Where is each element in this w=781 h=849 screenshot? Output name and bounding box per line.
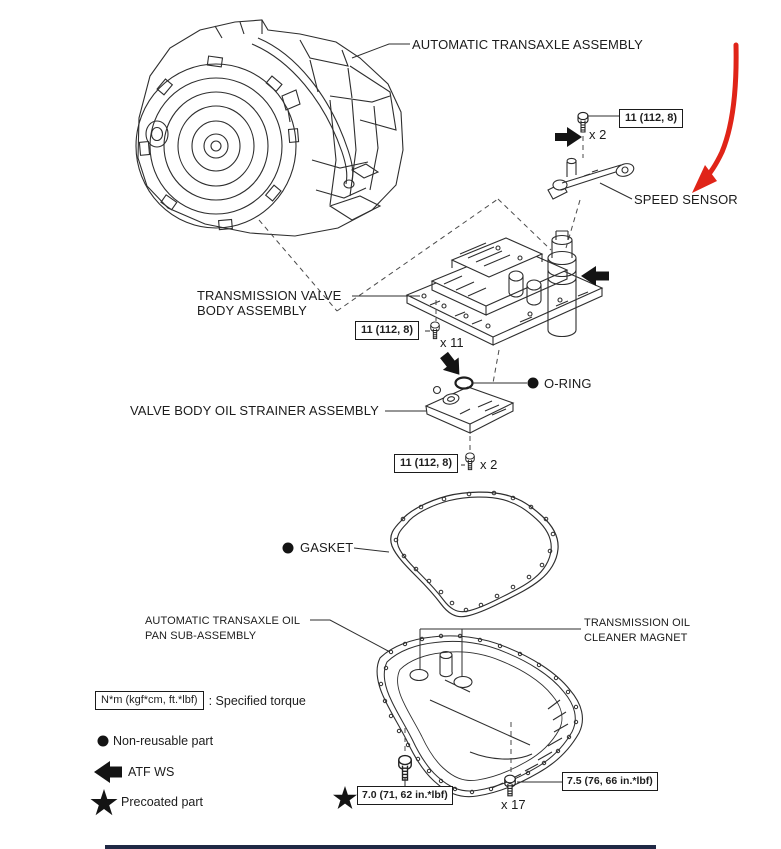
atf-ws-legend: ATF WS — [128, 765, 175, 779]
atf-arrow-solenoid-icon — [581, 266, 609, 286]
sensor-bolt-count: x 2 — [589, 127, 607, 142]
specified-torque-legend: N*m (kgf*cm, ft.*lbf) : Specified torque — [95, 691, 306, 710]
drain-plug-bolt-icon — [398, 754, 412, 781]
oring-bullet-icon — [527, 377, 539, 389]
speed-sensor-label: SPEED SENSOR — [634, 192, 738, 207]
strainer-drawing — [424, 385, 515, 434]
atf-ws-arrow-icon — [94, 761, 122, 783]
pan-bolt-count: x 17 — [501, 797, 526, 812]
torque-box-valve-body-bolt: 11 (112, 8) — [355, 321, 419, 340]
precoated-legend: Precoated part — [121, 795, 203, 809]
gasket-label: GASKET — [300, 540, 354, 555]
o-ring-label: O-RING — [544, 376, 592, 391]
strainer-bolt-icon — [465, 452, 475, 471]
pan-bolt-icon — [504, 774, 516, 797]
cleaner-magnet-label-line1: TRANSMISSION OIL — [584, 617, 691, 629]
o-ring-drawing — [454, 376, 474, 390]
speed-sensor-drawing — [547, 157, 635, 200]
precoated-star-icon — [90, 789, 118, 816]
oil-pan-label-line1: AUTOMATIC TRANSAXLE OIL — [145, 615, 301, 627]
oil-strainer-label: VALVE BODY OIL STRAINER ASSEMBLY — [130, 403, 379, 418]
torque-box-drain-plug: 7.0 (71, 62 in.*lbf) — [357, 786, 453, 805]
non-reusable-bullet-icon — [97, 735, 109, 747]
drain-star-icon — [333, 786, 357, 809]
transaxle-assembly-label: AUTOMATIC TRANSAXLE ASSEMBLY — [412, 37, 643, 52]
valve-body-drawing — [405, 230, 604, 346]
transaxle-drawing — [135, 19, 404, 237]
valve-body-label-line1: TRANSMISSION VALVE — [197, 288, 342, 303]
strainer-bolt-count: x 2 — [480, 457, 498, 472]
valve-body-label-line2: BODY ASSEMBLY — [197, 303, 307, 318]
valve-body-label: TRANSMISSION VALVE BODY ASSEMBLY — [197, 288, 341, 318]
valve-body-bolt-icon — [430, 321, 440, 340]
torque-box-pan-bolt: 7.5 (76, 66 in.*lbf) — [562, 772, 658, 791]
bottom-edge-bar — [105, 845, 656, 849]
non-reusable-legend: Non-reusable part — [113, 734, 214, 748]
cleaner-magnet-label: TRANSMISSION OIL CLEANER MAGNET — [584, 616, 690, 646]
atf-arrow-sensor-bolt-icon — [555, 127, 582, 147]
valve-body-bolt-count: x 11 — [440, 335, 464, 350]
atf-arrow-oring-icon — [440, 351, 460, 375]
cleaner-magnet-label-line2: CLEANER MAGNET — [584, 632, 688, 644]
torque-box-strainer-bolt: 11 (112, 8) — [394, 454, 458, 473]
specified-torque-text: : Specified torque — [208, 693, 306, 708]
gasket-drawing — [390, 490, 559, 618]
red-annotation-arrow — [692, 42, 739, 193]
torque-unit-box: N*m (kgf*cm, ft.*lbf) — [95, 691, 204, 710]
speed-sensor-bolt-icon — [577, 111, 589, 133]
oil-pan-label-line2: PAN SUB-ASSEMBLY — [145, 630, 257, 642]
torque-box-sensor-bolt: 11 (112, 8) — [619, 109, 683, 128]
alignment-dashed-lines — [258, 136, 584, 774]
oil-pan-label: AUTOMATIC TRANSAXLE OIL PAN SUB-ASSEMBLY — [145, 614, 300, 644]
gasket-bullet-icon — [282, 542, 294, 554]
leader-lines — [310, 43, 633, 786]
